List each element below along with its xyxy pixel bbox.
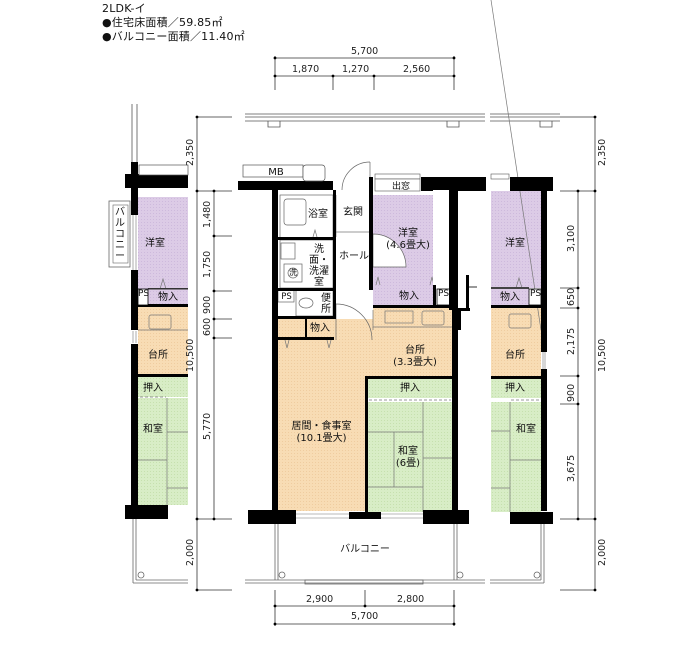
label-left-japanese: 和室 [143,424,163,435]
dim-right-inner-5: 3,675 [566,454,577,482]
floor-area: ●住宅床面積／59.85㎡ [102,16,223,29]
dim-right-inner-1: 3,100 [566,224,577,252]
label-right-ps: PS [530,289,542,299]
dim-top-total: 5,700 [351,46,379,57]
dim-bottom-total: 5,700 [351,611,379,622]
label-left-balcony: バルコニー [115,207,125,262]
dim-left-inner-5: 5,770 [202,412,213,440]
label-left-kitchen: 台所 [148,350,168,361]
label-ps-main: PS [281,292,292,302]
label-right-western: 洋室 [505,238,525,249]
label-right-storage: 物入 [500,292,520,303]
dim-right-inner-3: 2,175 [566,327,577,355]
dimension-lines [195,56,597,626]
washer-icon: 洗 [289,268,297,277]
label-ps-right: PS [438,289,450,299]
label-bay-window: 出窓 [391,182,410,192]
label-storage-center: 物入 [310,323,330,334]
label-hall: ホール [339,251,369,262]
dim-right-inner-4: 900 [566,383,577,402]
middle-wall-fragments [458,275,477,330]
label-balcony: バルコニー [340,544,390,555]
label-left-oshiire: 押入 [143,383,163,394]
label-storage-western: 物入 [399,291,419,302]
label-japanese-main: 和室 [398,446,418,457]
label-right-japanese: 和室 [516,424,536,435]
label-kitchen: 台所 [405,345,425,356]
label-living-size: (10.1畳大) [296,433,347,444]
label-mb: MB [268,167,284,178]
label-japanese-main-size: (6畳) [395,458,421,469]
dim-top-seg-3: 2,560 [403,64,431,75]
left-unit [108,162,189,584]
label-kitchen-size: (3.3畳大) [393,357,437,368]
dim-left-inner-2: 1,750 [202,250,213,278]
dim-left-outer-1: 2,350 [185,138,196,166]
label-toilet: 便所 [321,293,331,315]
dim-left-inner-1: 1,480 [202,200,213,228]
dim-left-inner-4: 600 [202,317,213,336]
label-western-main-size: (4.6畳大) [386,240,430,251]
top-railing [131,104,560,165]
label-western-main: 洋室 [398,228,418,239]
label-left-storage: 物入 [158,292,178,303]
label-entrance: 玄関 [343,207,363,218]
dim-bottom-seg-1: 2,900 [306,594,334,605]
dim-bottom-seg-2: 2,800 [397,594,425,605]
dim-left-outer-3: 2,000 [185,538,196,566]
dim-right-outer-2: 10,500 [597,338,608,372]
main-unit [238,161,485,585]
label-living: 居間・食事室 [291,421,352,432]
plan-type: 2LDK-イ [102,2,146,15]
dim-top-seg-1: 1,870 [292,64,320,75]
dim-right-inner-2: 650 [566,287,577,306]
dim-top-seg-2: 1,270 [342,64,370,75]
dim-right-outer-3: 2,000 [597,538,608,566]
label-right-oshiire: 押入 [505,383,525,394]
right-unit [450,0,553,584]
plan-header: 2LDK-イ ●住宅床面積／59.85㎡ ●バルコニー面積／11.40㎡ [102,2,245,44]
dim-left-inner-3: 900 [202,295,213,314]
label-bath: 浴室 [308,209,328,220]
dim-left-outer-2: 10,500 [185,338,196,372]
label-oshiire-main: 押入 [400,383,420,394]
balcony-area: ●バルコニー面積／11.40㎡ [102,30,245,43]
label-washroom: 洗面・洗濯室 [309,244,329,288]
label-right-kitchen: 台所 [505,350,525,361]
dim-right-outer-1: 2,350 [597,138,608,166]
label-left-western: 洋室 [145,238,165,249]
label-left-ps: PS [138,289,150,299]
